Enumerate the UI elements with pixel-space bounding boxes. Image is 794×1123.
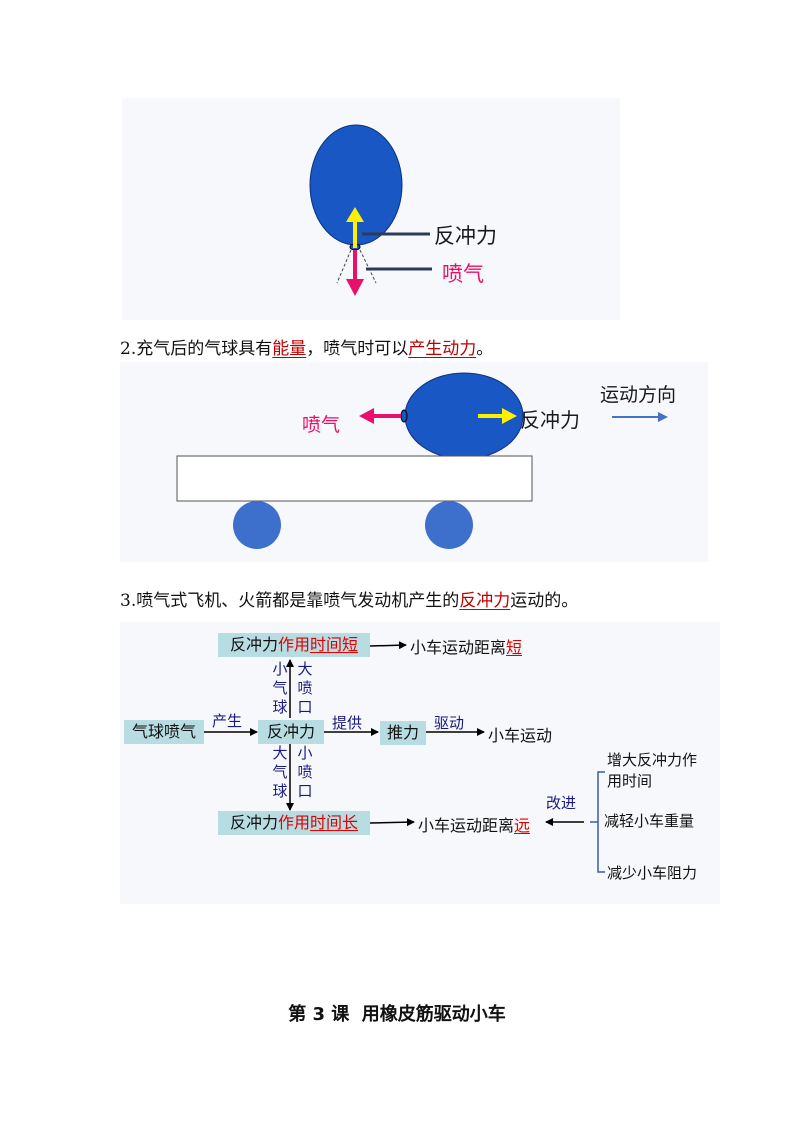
jet-arrowhead xyxy=(346,279,364,296)
label-improve: 改进 xyxy=(546,794,577,812)
car-reaction-arrowhead xyxy=(502,408,517,424)
top-result: 小车运动距离短 xyxy=(410,634,522,658)
concept-map: 反冲力作用时间短 小车运动距离短 小气球 大喷口 气球喷气 产生 反冲力 提供 … xyxy=(120,622,720,904)
label-drive: 驱动 xyxy=(434,714,465,732)
bottom-box-c: 时间长 xyxy=(310,813,359,832)
balloon-car-illustration xyxy=(176,372,668,549)
improve-bracket xyxy=(590,771,605,873)
box-short-duration: 反冲力作用时间短 xyxy=(218,633,370,657)
p3-highlight: 反冲力 xyxy=(459,591,511,611)
top-result-a: 小车运动距离 xyxy=(410,638,507,657)
label-produce: 产生 xyxy=(212,712,243,730)
bottom-box-b: 作用 xyxy=(277,813,310,832)
figure-balloon-car: 喷气 反冲力 运动方向 xyxy=(120,362,708,562)
jet-spray-left xyxy=(336,249,352,284)
top-box-b: 作用 xyxy=(277,635,310,654)
top-box-c: 时间短 xyxy=(310,635,359,654)
box-balloon-jet: 气球喷气 xyxy=(124,720,204,744)
bottom-result: 小车运动距离远 xyxy=(418,812,530,836)
improve-item-1b: 用时间 xyxy=(607,772,653,790)
bottom-box-a: 反冲力 xyxy=(229,813,278,832)
p2-suffix: 。 xyxy=(476,339,494,359)
car-label-jet: 喷气 xyxy=(302,414,341,436)
box-long-duration: 反冲力作用时间长 xyxy=(218,811,370,835)
car-label-direction: 运动方向 xyxy=(600,384,677,406)
p2-prefix: 2.充气后的气球具有 xyxy=(120,339,273,359)
box-push: 推力 xyxy=(380,721,426,745)
figure-balloon-jet: 反冲力 喷气 xyxy=(122,98,620,320)
car-moves: 小车运动 xyxy=(488,726,553,745)
top-result-b: 短 xyxy=(506,638,523,657)
improve-item-1a: 增大反冲力作 xyxy=(607,751,698,769)
paragraph-2: 2.充气后的气球具有能量，喷气时可以产生动力。 xyxy=(120,334,493,359)
box-reaction-force: 反冲力 xyxy=(258,720,324,744)
paragraph-3: 3.喷气式飞机、火箭都是靠喷气发动机产生的反冲力运动的。 xyxy=(120,586,578,611)
car-wheel-right xyxy=(425,501,473,549)
balloon-jet-illustration xyxy=(309,124,432,296)
car-label-reaction: 反冲力 xyxy=(520,408,580,432)
p3-prefix: 3.喷气式飞机、火箭都是靠喷气发动机产生的 xyxy=(120,591,460,611)
bottom-result-b: 远 xyxy=(514,816,531,835)
label-jet: 喷气 xyxy=(442,262,484,286)
p2-mid: ，喷气时可以 xyxy=(306,339,409,359)
improve-item-2: 减轻小车重量 xyxy=(604,812,695,830)
reaction-force-arrowhead xyxy=(346,207,364,222)
car-body xyxy=(176,455,533,502)
concept-map-arrows xyxy=(204,641,605,873)
improve-item-3: 减少小车阻力 xyxy=(607,864,698,882)
down-right-label: 小喷口 xyxy=(297,744,313,800)
label-provide: 提供 xyxy=(332,714,363,732)
down-left-label: 大气球 xyxy=(272,744,288,800)
arrow-bottom-result xyxy=(369,818,415,827)
top-box-a: 反冲力 xyxy=(229,635,278,654)
up-left-label: 小气球 xyxy=(272,660,288,716)
bottom-result-a: 小车运动距离 xyxy=(418,816,515,835)
up-right-label: 大喷口 xyxy=(297,660,313,716)
arrow-top-result xyxy=(369,641,407,650)
car-wheel-left xyxy=(233,501,281,549)
direction-arrowhead xyxy=(658,412,668,422)
car-jet-arrowhead xyxy=(359,408,374,424)
p2-highlight-power: 产生动力 xyxy=(408,339,477,359)
p2-highlight-energy: 能量 xyxy=(272,339,307,359)
jet-spray-right xyxy=(359,249,377,284)
car-balloon-nozzle xyxy=(400,409,408,423)
label-reaction-force: 反冲力 xyxy=(434,224,497,248)
lesson-title: 第 3 课 用橡皮筋驱动小车 xyxy=(288,1004,506,1025)
p3-suffix: 运动的。 xyxy=(510,591,579,611)
